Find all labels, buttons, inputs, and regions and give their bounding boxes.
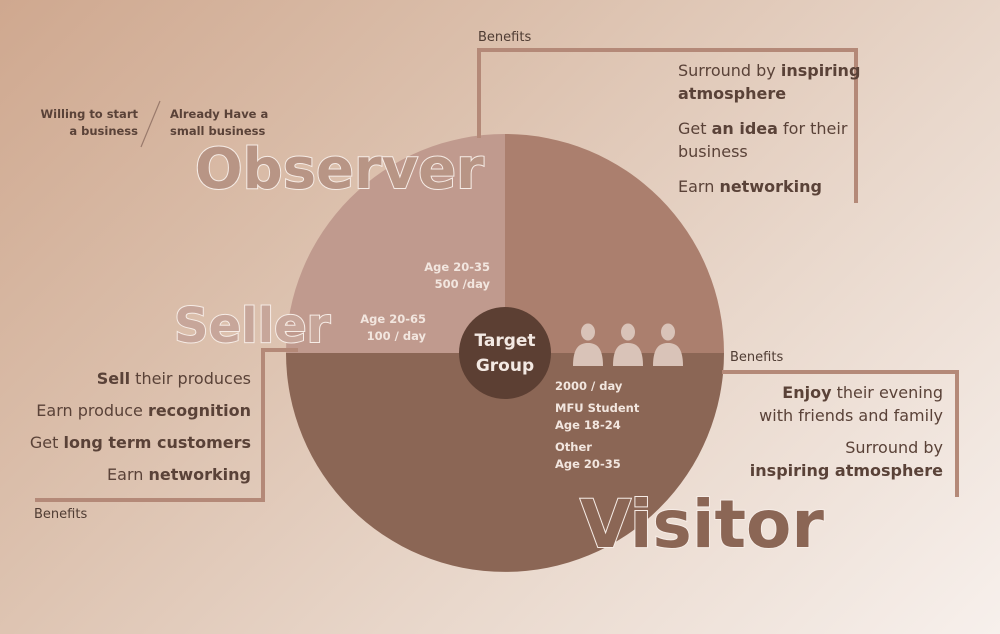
- seller-benefits-label: Benefits: [34, 507, 88, 522]
- pie-label-line: MFU Student: [555, 401, 640, 415]
- benefit-text: Surround by: [678, 61, 781, 80]
- benefit-line: Sell their produces: [30, 367, 251, 390]
- benefit-line: Earn produce recognition: [30, 399, 251, 422]
- pie-label-line: Age 20-35: [424, 260, 490, 274]
- benefit-line: business: [678, 140, 860, 163]
- seller-slice: [286, 134, 505, 353]
- visitor-icons: [573, 323, 683, 366]
- visitor-title: Visitor: [579, 486, 825, 563]
- pie-chart: [286, 134, 724, 572]
- benefit-emphasis: Sell: [96, 369, 131, 388]
- center-label-line: Group: [475, 356, 535, 376]
- observer-title: Observer: [194, 137, 485, 202]
- benefit-line: with friends and family: [750, 404, 943, 427]
- pie-label-line: 100 / day: [366, 329, 426, 343]
- benefit-text: their evening: [831, 383, 943, 402]
- visitor-slice: [286, 353, 724, 572]
- seller-pie-label: Age 20-65 100 / day: [346, 311, 426, 345]
- observer-note-left: Willing to start a business: [30, 106, 138, 140]
- benefit-text: Earn: [678, 177, 720, 196]
- person-icon: [653, 323, 683, 366]
- benefit-text: for their: [777, 119, 848, 138]
- pie-center: [459, 307, 551, 399]
- benefit-emphasis: recognition: [147, 401, 251, 420]
- pie-label-line: Age 20-35: [555, 457, 621, 471]
- benefit-text: their produces: [130, 369, 251, 388]
- benefit-text: Surround by: [845, 438, 943, 457]
- benefit-line: Earn networking: [678, 175, 860, 198]
- observer-benefits-bracket: [477, 48, 858, 203]
- benefit-emphasis: inspiring atmosphere: [749, 461, 943, 480]
- benefit-emphasis: inspiring: [780, 61, 861, 80]
- benefit-line: atmosphere: [678, 82, 860, 105]
- benefit-text: Earn produce: [36, 401, 148, 420]
- benefit-line: [750, 427, 943, 436]
- pie-label-line: Age 18-24: [555, 418, 621, 432]
- benefit-line: Surround by: [750, 436, 943, 459]
- note-line: a business: [69, 124, 138, 138]
- benefit-emphasis: an idea: [711, 119, 778, 138]
- benefit-line: Get long term customers: [30, 431, 251, 454]
- pie-label-line: Age 20-65: [360, 312, 426, 326]
- note-line: small business: [170, 124, 266, 138]
- benefit-emphasis: long term customers: [63, 433, 252, 452]
- observer-note-right: Already Have a small business: [170, 106, 268, 140]
- center-label-line: Target: [474, 331, 536, 351]
- note-line: Willing to start: [40, 107, 138, 121]
- pie-label-line: 500 /day: [434, 277, 490, 291]
- visitor-benefits-bracket: [722, 370, 959, 497]
- benefit-text: Get: [29, 433, 64, 452]
- pie-center-label: Target Group: [459, 329, 551, 379]
- benefit-text: Earn: [107, 465, 149, 484]
- visitor-benefits-list: Enjoy their evening with friends and fami…: [750, 381, 943, 482]
- benefit-line: inspiring atmosphere: [750, 459, 943, 482]
- pie-label-line: 2000 / day: [555, 379, 623, 393]
- benefit-line: Earn networking: [30, 463, 251, 486]
- person-icon: [573, 323, 603, 366]
- benefit-line: Get an idea for their: [678, 117, 860, 140]
- observer-benefits-label: Benefits: [478, 30, 532, 45]
- benefit-line: Surround by inspiring: [678, 59, 860, 82]
- person-icon: [613, 323, 643, 366]
- seller-benefits-bracket: [35, 348, 298, 502]
- benefit-text: Get: [678, 119, 712, 138]
- observer-pie-label: Age 20-35 500 /day: [410, 259, 490, 293]
- benefit-emphasis: Enjoy: [782, 383, 832, 402]
- benefit-line: Enjoy their evening: [750, 381, 943, 404]
- seller-title: Seller: [173, 298, 331, 354]
- pie-label-line: Other: [555, 440, 592, 454]
- benefit-text: with friends and family: [759, 406, 943, 425]
- note-line: Already Have a: [170, 107, 269, 121]
- visitor-benefits-label: Benefits: [730, 350, 784, 365]
- note-divider: [140, 100, 161, 148]
- benefit-text: business: [678, 142, 748, 161]
- benefit-emphasis: atmosphere: [678, 84, 787, 103]
- observer-slice: [505, 134, 724, 353]
- benefit-emphasis: networking: [148, 465, 251, 484]
- benefit-emphasis: networking: [719, 177, 822, 196]
